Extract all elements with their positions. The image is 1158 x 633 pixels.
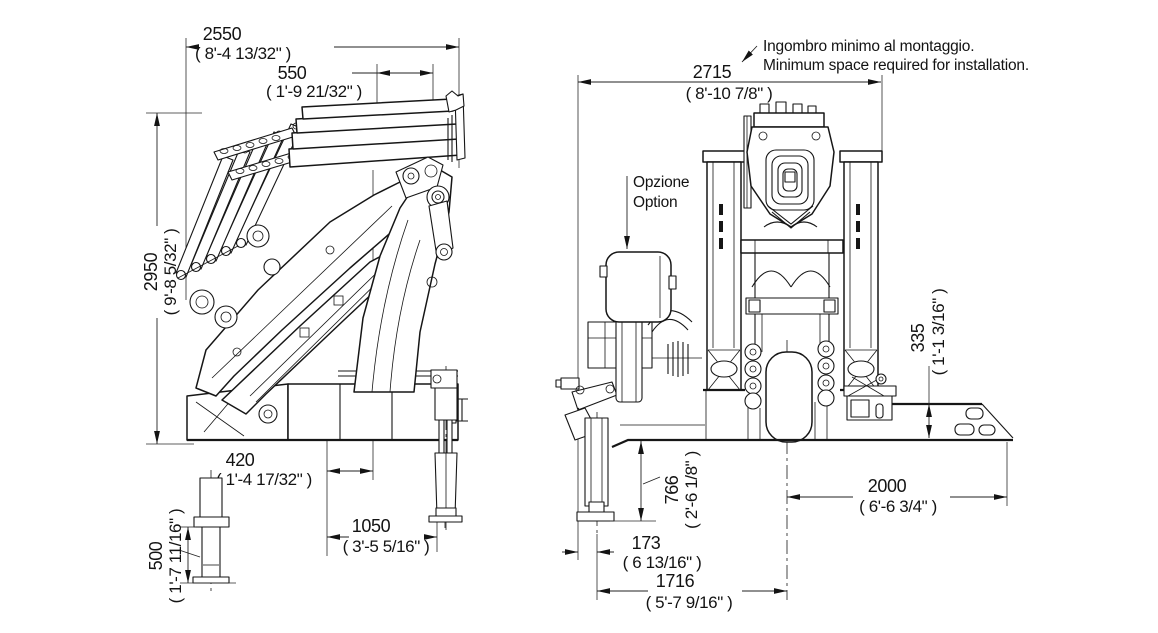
rear-stabilizer-leg xyxy=(576,417,615,522)
dim-imperial: ( 6'-6 3/4" ) xyxy=(859,497,937,516)
side-view-crane xyxy=(175,90,468,534)
side-view: 2550 ( 8'-4 13/32" ) 550 ( 1'-9 21/32" )… xyxy=(141,24,468,603)
note-english: Minimum space required for installation. xyxy=(763,57,1029,74)
option-note: Opzione Option xyxy=(624,174,690,249)
dim-mm: 173 xyxy=(632,533,661,553)
rear-view: 2715 ( 8'-10 7/8" ) Ingombro minimo al m… xyxy=(555,38,1029,612)
rear-column xyxy=(705,239,844,443)
boom-stack xyxy=(288,90,466,168)
dim-1716-leg-to-center: 1716 ( 5'-7 9/16" ) xyxy=(597,571,787,612)
dim-500-leg-extension: 500 ( 1'-7 11/16" ) xyxy=(146,509,236,604)
fly-jib-extensions xyxy=(175,122,313,281)
dim-335-frame-height: 335 ( 1'-1 3/16" ) xyxy=(908,289,948,438)
right-outrigger-beam xyxy=(839,150,883,392)
note-italian: Ingombro minimo al montaggio. xyxy=(763,38,974,55)
dim-173-leg-offset: 173 ( 6 13/16" ) xyxy=(562,533,702,572)
dim-2715-overall-width: 2715 ( 8'-10 7/8" ) xyxy=(578,62,881,103)
dim-imperial: ( 5'-7 9/16" ) xyxy=(646,593,733,612)
dim-mm: 1050 xyxy=(352,516,391,536)
option-english: Option xyxy=(633,194,677,211)
dim-imperial: ( 1'-1 3/16" ) xyxy=(929,289,948,376)
dim-mm: 550 xyxy=(278,63,307,83)
dim-mm: 766 xyxy=(662,475,682,504)
dim-mm: 2950 xyxy=(141,252,161,291)
dim-imperial: ( 6 13/16" ) xyxy=(623,553,702,572)
dim-mm: 2550 xyxy=(203,24,242,44)
left-outrigger-beam xyxy=(702,150,746,392)
rear-view-crane xyxy=(555,101,1014,522)
option-tank xyxy=(599,251,677,323)
dim-mm: 1716 xyxy=(656,571,695,591)
dim-2000-tail-width: 2000 ( 6'-6 3/4" ) xyxy=(787,476,1007,516)
dim-mm: 500 xyxy=(146,541,166,570)
column xyxy=(353,115,454,393)
boom-head xyxy=(743,101,835,229)
option-italian: Opzione xyxy=(633,174,689,191)
dim-2550-overall-length: 2550 ( 8'-4 13/32" ) xyxy=(186,24,459,63)
dim-imperial: ( 2'-6 1/8" ) xyxy=(682,451,701,529)
installation-note: Ingombro minimo al montaggio. Minimum sp… xyxy=(741,38,1029,74)
dim-2950-overall-height: 2950 ( 9'-8 5/32" ) xyxy=(141,112,202,445)
dim-mm: 420 xyxy=(226,450,255,470)
stabilizer-leg-detail xyxy=(192,470,230,592)
dim-imperial: ( 3'-5 5/16" ) xyxy=(343,537,430,556)
dim-imperial: ( 8'-4 13/32" ) xyxy=(195,44,291,63)
dim-mm: 335 xyxy=(908,323,928,352)
dim-766-ground-clearance: 766 ( 2'-6 1/8" ) xyxy=(610,441,701,529)
dim-imperial: ( 1'-4 17/32" ) xyxy=(216,470,312,489)
dim-imperial: ( 1'-9 21/32" ) xyxy=(266,82,362,101)
dim-imperial: ( 1'-7 11/16" ) xyxy=(166,509,185,604)
dim-1050-base-length: 1050 ( 3'-5 5/16" ) xyxy=(327,516,437,556)
dim-mm: 2715 xyxy=(693,62,732,82)
main-boom xyxy=(189,181,415,397)
dim-420-column-offset: 420 ( 1'-4 17/32" ) xyxy=(216,450,373,489)
deck xyxy=(611,373,1014,449)
dim-imperial: ( 9'-8 5/32" ) xyxy=(161,229,180,316)
side-stabilizer-leg xyxy=(428,366,463,534)
dim-imperial: ( 8'-10 7/8" ) xyxy=(686,84,773,103)
dim-mm: 2000 xyxy=(868,476,907,496)
dim-550-boom-offset: 550 ( 1'-9 21/32" ) xyxy=(266,63,433,101)
